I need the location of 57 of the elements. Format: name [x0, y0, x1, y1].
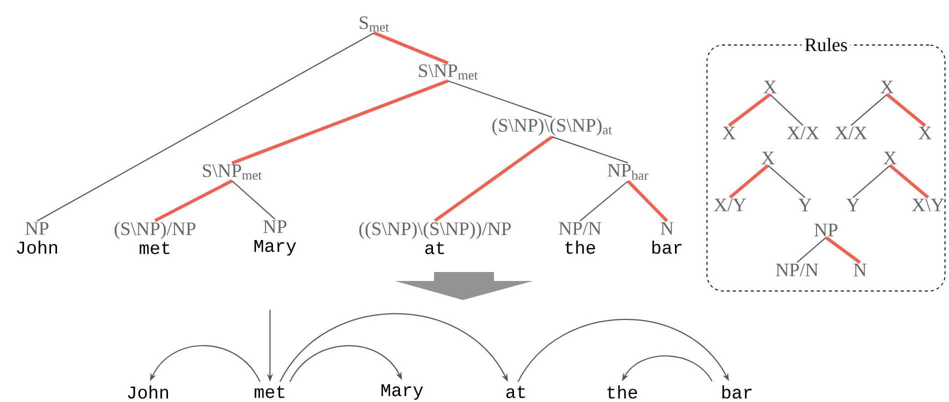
tree-branch	[728, 164, 770, 199]
category-label: S\NP$_{met}$	[203, 164, 262, 180]
tree-branch	[850, 94, 888, 126]
dependency-arc	[622, 355, 712, 382]
category-label: X	[762, 152, 775, 164]
tree-branch	[626, 180, 668, 222]
dependency-arc	[290, 345, 402, 382]
leaf-label: (S\NP)/NP met	[114, 222, 196, 254]
category-label: S$_{met}$	[360, 16, 389, 32]
category-label: S\NP$_{met}$	[419, 64, 478, 80]
category-label: NP$_{bar}$	[608, 164, 648, 180]
tree-branch	[448, 80, 552, 118]
category-label: (S\NP)\(S\NP)$_{at}$	[492, 118, 612, 136]
tree-branch	[888, 164, 930, 199]
leaf-label: ((S\NP)\(S\NP))/NP at	[359, 222, 511, 254]
dependency-arc	[280, 313, 508, 382]
category-label: Y	[798, 198, 812, 212]
category-label: X/X	[787, 126, 820, 140]
word: bar	[722, 385, 752, 399]
category-label: X	[764, 80, 777, 94]
tree-branch	[580, 180, 628, 222]
word: John	[128, 385, 168, 399]
tree-branch	[728, 93, 771, 127]
word: met	[254, 386, 284, 398]
tree-branch	[154, 179, 233, 222]
tree-branch	[770, 94, 804, 126]
dependency-arc	[518, 318, 729, 382]
tree-branch	[373, 31, 449, 65]
leaf-label: N bar	[652, 222, 682, 254]
leaf-label: NP Mary	[254, 220, 296, 256]
category-label: NP/N	[776, 264, 818, 276]
category-label: NP	[814, 224, 838, 236]
tree-branch	[796, 237, 826, 263]
tree-branch	[852, 165, 890, 198]
category-label: Y	[846, 198, 860, 212]
category-label: X/Y	[714, 198, 746, 212]
leaf-label: NP/N the	[558, 222, 602, 254]
category-label: X	[884, 152, 897, 164]
tree-branch	[552, 136, 628, 164]
category-label: X\Y	[912, 198, 944, 212]
category-label: N	[854, 264, 866, 276]
dependency-arc	[150, 345, 260, 382]
tree-branch	[434, 136, 553, 222]
category-label: X	[880, 80, 894, 94]
category-label: X	[918, 126, 932, 140]
category-label: X/X	[835, 126, 868, 140]
leaf-label: NP John	[16, 222, 58, 254]
word: at	[506, 386, 525, 398]
tree-branch	[36, 32, 374, 222]
tree-branch	[231, 79, 449, 165]
tree-branch	[232, 180, 276, 220]
tree-branch	[825, 236, 861, 264]
word: the	[607, 385, 638, 399]
word: Mary	[382, 384, 424, 400]
category-label: X	[722, 126, 736, 140]
tree-branch	[768, 165, 806, 198]
tree-branch	[886, 93, 926, 127]
